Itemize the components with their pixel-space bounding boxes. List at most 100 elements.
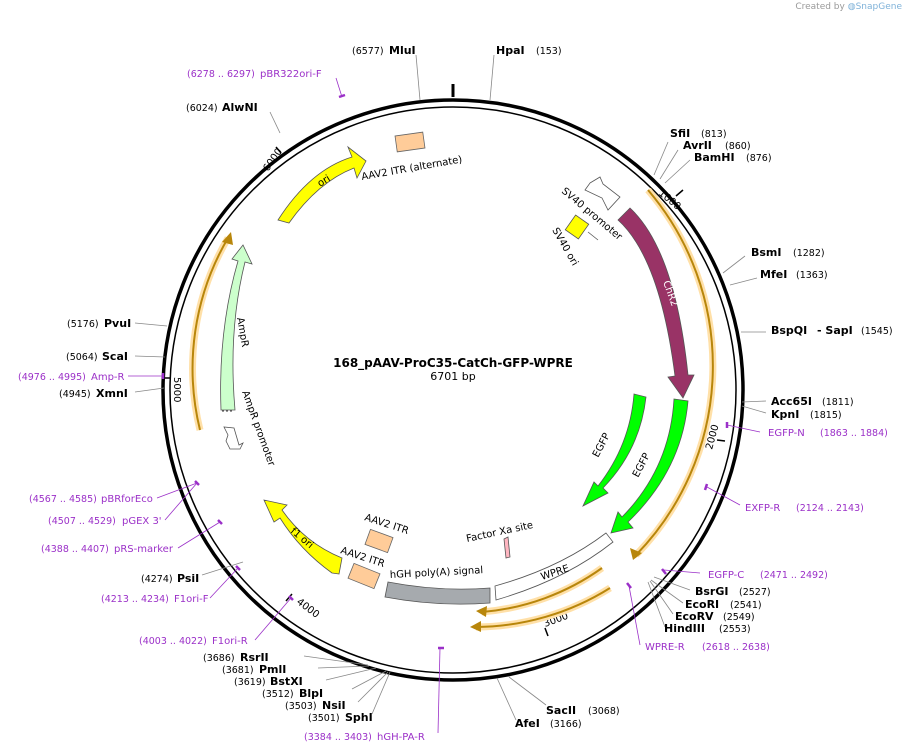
primer-name-wpre-r[interactable]: WPRE-R bbox=[645, 642, 685, 653]
feature-sv40-promoter[interactable] bbox=[584, 176, 621, 211]
tick-label-4000: 4000 bbox=[294, 597, 321, 621]
backbone-inner-ring bbox=[169, 106, 737, 674]
primer-name-f1ori-r[interactable]: F1ori-R bbox=[212, 636, 248, 647]
orf-arc-ampr bbox=[189, 232, 233, 431]
primer-name-egfp-n[interactable]: EGFP-N bbox=[768, 428, 805, 439]
feature-ampr-promoter[interactable] bbox=[223, 426, 244, 450]
plasmid-name: 168_pAAV-ProC35-CatCh-GFP-WPRE bbox=[333, 356, 573, 371]
site-name-bsrgi[interactable]: BsrGI bbox=[695, 585, 728, 598]
primer-pos-pbr322ori-f: (6278 .. 6297) bbox=[187, 69, 255, 80]
site-name-bsmi[interactable]: BsmI bbox=[751, 246, 782, 259]
site-pos-psii: (4274) bbox=[141, 574, 173, 585]
primer-name-exfp-r[interactable]: EXFP-R bbox=[745, 503, 780, 514]
site-pos-bsrgi: (2527) bbox=[739, 587, 771, 598]
site-name-avrii[interactable]: AvrII bbox=[683, 139, 712, 152]
primer-name-egfp-c[interactable]: EGFP-C bbox=[708, 570, 744, 581]
primer-name-prs-marker[interactable]: pRS-marker bbox=[114, 544, 174, 555]
tick-1000 bbox=[675, 189, 684, 197]
site-pos-mlui: (6577) bbox=[352, 46, 384, 57]
primer-name-pbrforeco[interactable]: pBRforEco bbox=[101, 494, 153, 505]
feature-hgh-polya[interactable] bbox=[384, 581, 491, 605]
site-leader-lines bbox=[134, 54, 767, 721]
feature-wpre[interactable] bbox=[494, 532, 614, 601]
feature-sv40-ori[interactable] bbox=[564, 214, 590, 240]
backbone-outer-ring bbox=[161, 98, 745, 682]
feature-factor-xa-site[interactable] bbox=[503, 536, 511, 559]
site-pos-xmni: (4945) bbox=[59, 389, 91, 400]
primer-name-hgh-pa-r[interactable]: hGH-PA-R bbox=[377, 732, 425, 743]
site-name-pvui[interactable]: PvuI bbox=[104, 317, 131, 330]
site-name-scai[interactable]: ScaI bbox=[102, 350, 128, 363]
site-pos-mfei: (1363) bbox=[796, 270, 828, 281]
site-name-bstxi[interactable]: BstXI bbox=[270, 675, 303, 688]
site-pos-bsmi: (1282) bbox=[793, 248, 825, 259]
feature-ori[interactable] bbox=[277, 145, 367, 224]
feature-egfp-1[interactable] bbox=[582, 393, 647, 507]
site-name-pmli[interactable]: PmlI bbox=[259, 663, 286, 676]
site-pos-sphi: (3501) bbox=[308, 713, 340, 724]
primer-pos-wpre-r: (2618 .. 2638) bbox=[702, 642, 770, 653]
site-name-ecori[interactable]: EcoRI bbox=[685, 598, 719, 611]
snapgene-credit: Created by ◍SnapGene bbox=[795, 2, 902, 12]
site-name-psii[interactable]: PsiI bbox=[177, 572, 199, 585]
site-name-nsii[interactable]: NsiI bbox=[322, 699, 346, 712]
site-name-blpi[interactable]: BlpI bbox=[299, 687, 323, 700]
primer-pos-pbrforeco: (4567 .. 4585) bbox=[29, 494, 97, 505]
primer-pos-hgh-pa-r: (3384 .. 3403) bbox=[304, 732, 372, 743]
primer-leader-lines bbox=[128, 77, 761, 734]
site-name-bspqi[interactable]: BspQI bbox=[771, 324, 807, 337]
snapgene-logo-icon: ◍ bbox=[847, 2, 856, 12]
feature-itr-alternate[interactable] bbox=[394, 131, 426, 153]
primer-name-amp-r[interactable]: Amp-R bbox=[91, 372, 125, 383]
primer-name-f1ori-f[interactable]: F1ori-F bbox=[174, 594, 209, 605]
credit-brand: SnapGene bbox=[855, 2, 902, 12]
site-pos-kpni: (1815) bbox=[810, 410, 842, 421]
site-name-mfei[interactable]: MfeI bbox=[760, 268, 787, 281]
site-name-sacii[interactable]: SacII bbox=[546, 704, 576, 717]
site-pos-alwni: (6024) bbox=[186, 103, 218, 114]
feature-itr-1[interactable] bbox=[364, 528, 394, 554]
site-name-sphi[interactable]: SphI bbox=[345, 711, 373, 724]
credit-prefix: Created by bbox=[795, 2, 845, 12]
site-name-sapi[interactable]: - SapI bbox=[817, 324, 853, 337]
feature-ampr[interactable] bbox=[220, 244, 253, 411]
site-name-mlui[interactable]: MluI bbox=[389, 44, 416, 57]
feature-label-factor-xa: Factor Xa site bbox=[465, 520, 534, 545]
feature-itr-2[interactable] bbox=[347, 562, 381, 590]
site-pos-bspqi: (1545) bbox=[861, 326, 893, 337]
site-name-hpai[interactable]: HpaI bbox=[496, 44, 525, 57]
site-name-acc65i[interactable]: Acc65I bbox=[771, 395, 812, 408]
site-pos-bstxi: (3619) bbox=[234, 677, 266, 688]
site-name-alwni[interactable]: AlwNI bbox=[222, 101, 258, 114]
primer-pos-egfp-n: (1863 .. 1884) bbox=[820, 428, 888, 439]
feature-label-f1-ori: f1 ori bbox=[288, 526, 315, 551]
orf-arc-wpre-1 bbox=[476, 565, 605, 617]
primer-pos-f1ori-r: (4003 .. 4022) bbox=[139, 636, 207, 647]
site-name-kpni[interactable]: KpnI bbox=[771, 408, 799, 421]
site-pos-rsrii: (3686) bbox=[203, 653, 235, 664]
primer-pos-amp-r: (4976 .. 4995) bbox=[18, 372, 86, 383]
primer-marks bbox=[161, 93, 729, 650]
tick-3000 bbox=[544, 627, 549, 637]
site-name-ecorv[interactable]: EcoRV bbox=[675, 610, 714, 623]
orf-arc-wpre-2 bbox=[470, 585, 612, 632]
tick-label-6000: 6000 bbox=[261, 147, 285, 174]
site-pos-pmli: (3681) bbox=[222, 665, 254, 676]
site-pos-sacii: (3068) bbox=[588, 706, 620, 717]
feature-label-ampr-promoter: AmpR promoter bbox=[239, 389, 277, 468]
feature-f1-ori[interactable] bbox=[263, 499, 343, 575]
sv40-ori-tail bbox=[587, 231, 599, 241]
site-name-afei[interactable]: AfeI bbox=[515, 717, 540, 730]
primer-name-pgex[interactable]: pGEX 3' bbox=[122, 516, 162, 527]
feature-label-egfp-2: EGFP bbox=[631, 451, 653, 479]
plasmid-size: 6701 bp bbox=[430, 370, 475, 383]
site-name-sfii[interactable]: SfiI bbox=[670, 127, 690, 140]
feature-chr2[interactable] bbox=[617, 207, 695, 399]
site-name-bamhi[interactable]: BamHI bbox=[694, 151, 735, 164]
site-pos-ecori: (2541) bbox=[730, 600, 762, 611]
site-name-hindiii[interactable]: HindIII bbox=[664, 622, 705, 635]
site-name-rsrii[interactable]: RsrII bbox=[240, 651, 269, 664]
primer-name-pbr322ori-f[interactable]: pBR322ori-F bbox=[260, 69, 322, 80]
site-name-xmni[interactable]: XmnI bbox=[96, 387, 128, 400]
feature-egfp-2[interactable] bbox=[610, 398, 689, 534]
